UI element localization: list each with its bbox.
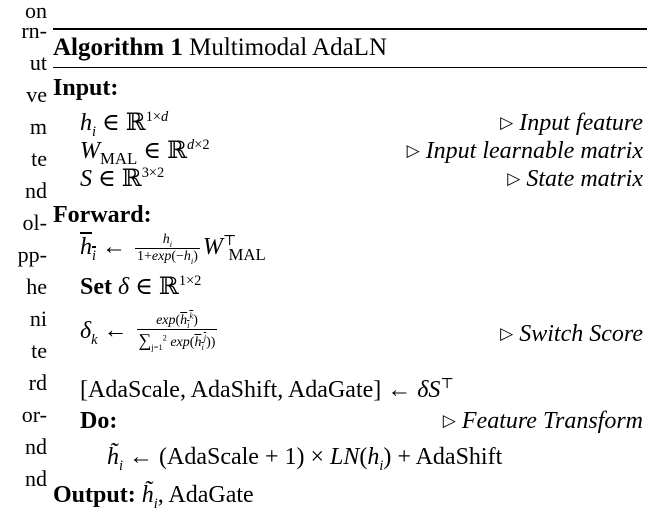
ada-params-formula: [AdaScale, AdaShift, AdaGate] ← δS⊤ bbox=[80, 376, 454, 403]
input-formula-s: S ∈ ℝ3×2 bbox=[80, 165, 165, 192]
set-delta-line: Set δ ∈ ℝ1×2 bbox=[80, 273, 202, 300]
triangle-icon: ▷ bbox=[442, 411, 456, 430]
input-formula-w: WMAL ∈ ℝd×2 bbox=[80, 137, 210, 168]
transform-formula: h̃i ← (AdaScale + 1) × LN(hi) + AdaShift bbox=[107, 444, 503, 474]
comment-state-matrix: ▷State matrix bbox=[507, 166, 643, 192]
input-formula-h: hi ∈ ℝ1×d bbox=[80, 109, 169, 140]
output-line: Output: h̃i, AdaGate bbox=[53, 482, 254, 512]
algorithm-title: Multimodal AdaLN bbox=[189, 34, 388, 61]
left-fragment: pp- bbox=[17, 242, 47, 267]
comment-feature-transform: ▷Feature Transform bbox=[442, 408, 643, 434]
triangle-icon: ▷ bbox=[507, 169, 521, 188]
left-fragment: on bbox=[25, 0, 47, 23]
left-fragment: ol- bbox=[22, 210, 47, 235]
algorithm-label: Algorithm 1 bbox=[53, 34, 183, 61]
top-rule bbox=[53, 28, 647, 30]
left-fragment: nd bbox=[25, 434, 47, 459]
left-fragment: ni bbox=[29, 306, 47, 331]
algorithm-heading: Algorithm 1 Multimodal AdaLN bbox=[53, 35, 387, 60]
switch-score-formula: δk ← exp(hik)∑j=12 exp(hij)) bbox=[80, 311, 218, 352]
forward-label: Forward: bbox=[53, 202, 152, 228]
left-fragment: te bbox=[31, 146, 47, 171]
left-fragment: he bbox=[26, 274, 47, 299]
triangle-icon: ▷ bbox=[500, 113, 514, 132]
comment-learnable-matrix: ▷Input learnable matrix bbox=[406, 138, 643, 164]
left-fragment: nd bbox=[25, 178, 47, 203]
left-fragment: nd bbox=[25, 466, 47, 491]
do-label: Do: bbox=[80, 408, 118, 434]
comment-switch-score: ▷Switch Score bbox=[500, 321, 643, 347]
triangle-icon: ▷ bbox=[500, 324, 514, 343]
comment-input-feature: ▷Input feature bbox=[500, 110, 643, 136]
left-fragment: rn- bbox=[21, 18, 47, 43]
input-label: Input: bbox=[53, 75, 119, 101]
left-fragment: ut bbox=[29, 50, 47, 75]
fraction: exp(hik)∑j=12 exp(hij)) bbox=[136, 311, 218, 352]
left-fragment: te bbox=[31, 338, 47, 363]
left-fragment: rd bbox=[28, 370, 47, 395]
triangle-icon: ▷ bbox=[406, 141, 420, 160]
mid-rule bbox=[53, 67, 647, 68]
left-fragment: ve bbox=[26, 82, 47, 107]
left-fragment: m bbox=[29, 114, 47, 139]
left-fragment: or- bbox=[21, 402, 47, 427]
